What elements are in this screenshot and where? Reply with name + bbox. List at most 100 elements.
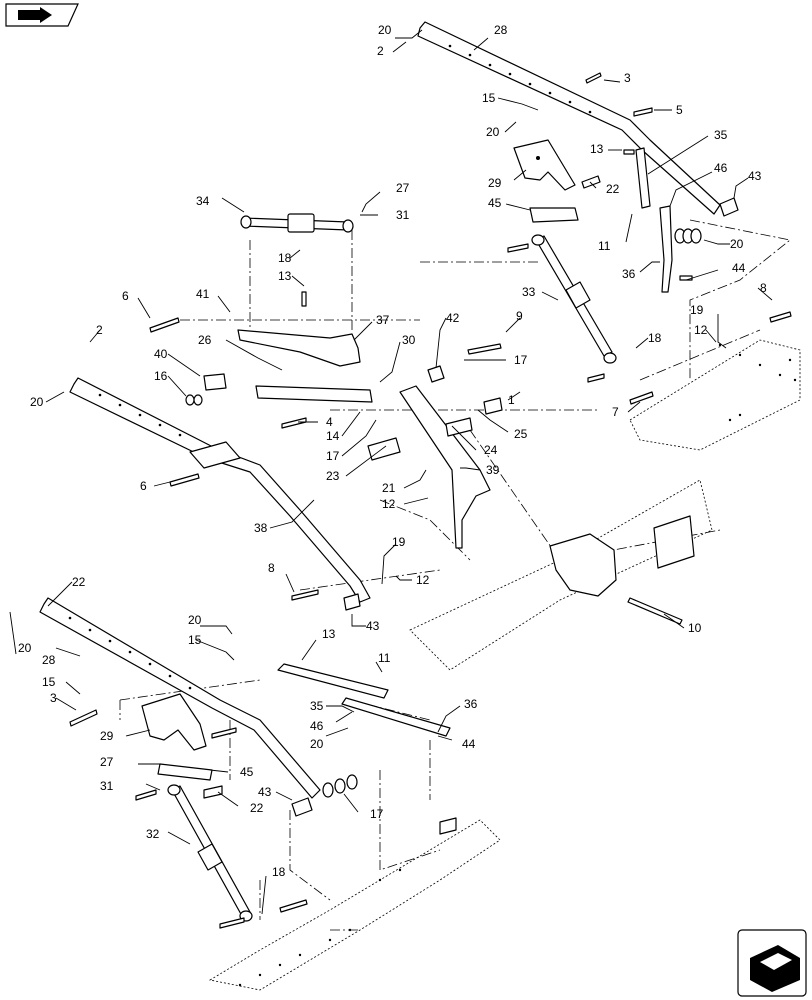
callout-label: 41 <box>196 287 210 301</box>
callout-label: 6 <box>122 289 129 303</box>
callout-label: 3 <box>624 71 631 85</box>
callout-label: 16 <box>154 369 168 383</box>
frame-wedge-top <box>629 339 801 451</box>
callout-label: 17 <box>370 807 384 821</box>
callout-label: 18 <box>272 865 286 879</box>
callout-label: 45 <box>488 196 502 210</box>
callout-label: 24 <box>484 443 498 457</box>
bottom-left-assembly <box>39 597 501 991</box>
tube-28b-holes <box>68 616 192 690</box>
washers-46-top <box>674 228 702 244</box>
link-35-top <box>635 147 651 209</box>
callout-label: 15 <box>42 675 56 689</box>
callout-label: 5 <box>676 103 683 117</box>
top-right-assembly <box>417 21 801 451</box>
callout-label: 19 <box>392 535 406 549</box>
callout-label: 10 <box>688 621 702 635</box>
callout-label: 31 <box>396 208 410 222</box>
callout-label: 3 <box>50 691 57 705</box>
tube-28-top <box>417 21 721 215</box>
callout-label: 15 <box>188 633 202 647</box>
callout-label: 15 <box>482 91 496 105</box>
washers-17-bottom <box>322 774 358 798</box>
callout-label: 30 <box>402 333 416 347</box>
frame-dots-bottom <box>238 868 402 987</box>
spacer-43-top <box>719 197 739 217</box>
callout-label: 27 <box>100 755 114 769</box>
callout-label: 36 <box>464 697 478 711</box>
plate-45-top <box>529 207 579 223</box>
callout-label: 12 <box>382 497 396 511</box>
tube-42 <box>427 365 445 383</box>
callout-label: 20 <box>188 613 202 627</box>
bracket-37 <box>237 329 361 367</box>
callout-label: 2 <box>377 44 384 58</box>
callout-label: 45 <box>240 765 254 779</box>
callout-label: 22 <box>72 575 86 589</box>
bracket-29-bottom <box>141 693 207 751</box>
callout-label: 22 <box>250 801 264 815</box>
spacer-43-bottom <box>291 797 313 817</box>
callout-label: 13 <box>322 627 336 641</box>
callout-label: 44 <box>732 261 746 275</box>
callout-label: 18 <box>278 251 292 265</box>
callout-label: 44 <box>462 737 476 751</box>
frame-dots-top <box>718 343 797 422</box>
callout-label: 6 <box>140 479 147 493</box>
pin-22-top <box>581 175 601 189</box>
callout-label: 34 <box>196 194 210 208</box>
spacer-43-mid <box>343 593 361 611</box>
callout-label: 12 <box>694 323 708 337</box>
callout-label: 21 <box>382 481 396 495</box>
callout-label: 35 <box>310 699 324 713</box>
pin-22-bottom <box>203 785 223 799</box>
callout-label: 11 <box>378 651 391 665</box>
callout-label: 35 <box>714 128 728 142</box>
callout-label: 32 <box>146 827 160 841</box>
plate-45-bottom <box>157 763 213 781</box>
callout-label: 1 <box>508 393 515 407</box>
callout-label: 31 <box>100 779 114 793</box>
callout-label: 43 <box>258 785 272 799</box>
navigation-arrow-icon[interactable] <box>5 3 79 27</box>
callout-label: 8 <box>760 281 767 295</box>
callout-labels: 20 28 2 3 5 15 20 35 13 46 43 29 22 45 1… <box>18 23 767 879</box>
plate-23 <box>367 437 401 461</box>
callout-label: 46 <box>310 719 324 733</box>
callout-label: 20 <box>30 395 44 409</box>
tube-28-holes <box>448 44 592 114</box>
callout-label: 12 <box>416 573 430 587</box>
link-36-bottom <box>341 697 451 737</box>
callout-label: 23 <box>326 469 340 483</box>
block-40 <box>203 373 227 391</box>
callout-label: 18 <box>648 331 662 345</box>
bolts-top-right <box>507 72 792 405</box>
callout-label: 13 <box>278 269 292 283</box>
callout-label: 14 <box>326 429 340 443</box>
callout-label: 42 <box>446 311 460 325</box>
tube-28-bottom <box>39 597 321 799</box>
callout-label: 4 <box>326 415 333 429</box>
callout-label: 19 <box>690 303 704 317</box>
beam-bracket <box>549 533 617 597</box>
callout-label: 25 <box>514 427 528 441</box>
callout-label: 13 <box>590 142 604 156</box>
callout-label: 36 <box>622 267 636 281</box>
callout-label: 38 <box>254 521 268 535</box>
callout-label: 20 <box>18 641 32 655</box>
callout-label: 29 <box>100 729 114 743</box>
callout-label: 26 <box>198 333 212 347</box>
tube-38-holes <box>98 393 182 437</box>
callout-label: 17 <box>514 353 528 367</box>
callout-label: 20 <box>730 237 744 251</box>
callout-label: 8 <box>268 561 275 575</box>
callout-label: 40 <box>154 347 168 361</box>
view-orientation-arrow-icon <box>737 929 807 997</box>
callout-label: 7 <box>612 405 619 419</box>
bracket-29-top <box>513 139 576 191</box>
callout-label: 2 <box>96 323 103 337</box>
callout-label: 17 <box>326 449 340 463</box>
bolts-bottom <box>69 709 457 929</box>
callout-label: 27 <box>396 181 410 195</box>
